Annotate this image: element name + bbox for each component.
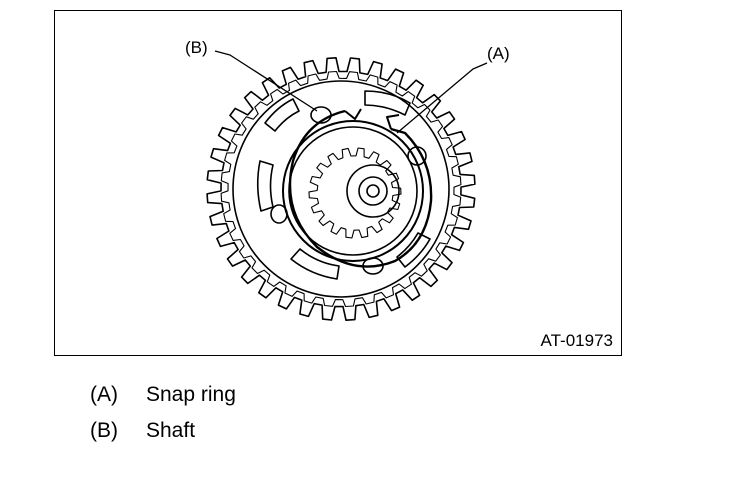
web-slot (256, 160, 274, 212)
leader-line-b (214, 50, 318, 112)
figure-id: AT-01973 (540, 331, 613, 350)
web-slot (290, 248, 340, 280)
outer-gear-inner-rim (220, 70, 462, 308)
shaft (346, 164, 400, 218)
legend-key: (B) (90, 419, 118, 442)
legend-text: Snap ring (146, 383, 236, 406)
legend-key: (A) (90, 383, 118, 406)
figure-frame: (A) (B) AT-01973 (54, 10, 622, 356)
leader-line-a (396, 62, 488, 134)
outer-gear-teeth (206, 57, 476, 321)
web-slot (264, 98, 300, 132)
inner-gear-teeth (308, 147, 402, 239)
web-slot (364, 90, 411, 116)
snap-ring (288, 109, 433, 268)
callout-b: (B) (185, 38, 208, 57)
callout-a: (A) (487, 44, 510, 63)
web-slot (396, 232, 431, 268)
legend-text: Shaft (146, 419, 196, 442)
gear-body-ring (232, 80, 450, 298)
gear-assembly-illustration (206, 50, 488, 321)
